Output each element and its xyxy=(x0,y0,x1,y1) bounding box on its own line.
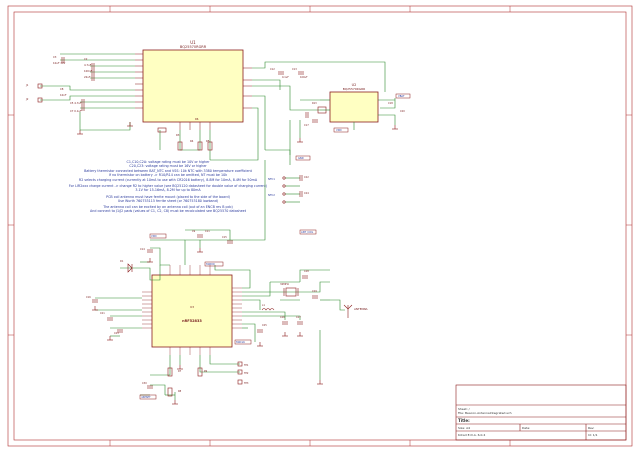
svg-text:R9: R9 xyxy=(204,370,208,373)
tb-sheet: Sheet: / xyxy=(458,407,471,411)
label-vbat: VBAT xyxy=(398,94,405,98)
label-antenna: ANTENNA xyxy=(354,307,368,311)
svg-text:C21: C21 xyxy=(100,312,105,315)
ic-u2-part: BQ25570RGRR xyxy=(343,87,366,91)
svg-text:C15: C15 xyxy=(222,236,227,239)
svg-text:R13: R13 xyxy=(312,102,317,105)
u3-mcu-section: U3 nRF52833 xyxy=(86,160,368,405)
svg-text:0.1uF: 0.1uF xyxy=(282,76,289,79)
antenna-symbol[interactable] xyxy=(343,304,353,318)
label-vdd-mcu: VDD xyxy=(151,234,157,238)
svg-text:C27: C27 xyxy=(296,316,301,319)
svg-text:C9: C9 xyxy=(192,230,196,233)
svg-text:C8: C8 xyxy=(60,87,64,91)
label-xtal: 32MHz xyxy=(280,282,289,286)
power-flags-top: VBAT VDD GND xyxy=(295,93,411,161)
note-5: R2 selects charging current (currently a… xyxy=(79,178,258,182)
border-ticks xyxy=(8,6,632,446)
svg-text:C20: C20 xyxy=(400,110,405,113)
svg-text:C29: C29 xyxy=(312,290,317,293)
note-11: And connect to J1/J2 pads (values of C1,… xyxy=(90,209,247,213)
note-8: PCB coil antenna must have ferrite mount… xyxy=(106,195,230,199)
tb-title: Title: xyxy=(458,418,470,423)
label-swclk: SWCLK xyxy=(236,340,245,344)
ic-u2[interactable] xyxy=(329,91,379,123)
svg-text:C11: C11 xyxy=(205,230,210,233)
ic-u3-ref: U3 xyxy=(190,305,194,309)
title-block xyxy=(455,384,627,441)
svg-text:L1: L1 xyxy=(262,304,265,307)
svg-text:C22: C22 xyxy=(304,176,309,179)
label-gnd-top: GND xyxy=(298,156,304,160)
svg-text:C14: C14 xyxy=(140,248,145,251)
note-10: The antenna coil can be excited by an an… xyxy=(102,205,233,209)
ic-u1[interactable] xyxy=(142,49,244,123)
svg-text:C23: C23 xyxy=(114,332,119,335)
tb-rev: Rev: xyxy=(588,426,594,430)
tb-date: Date: xyxy=(522,426,530,430)
svg-text:C18: C18 xyxy=(388,102,393,105)
svg-text:R6: R6 xyxy=(195,117,199,121)
label-vdd-top: VDD xyxy=(336,128,342,132)
sheet-outer-border xyxy=(7,5,633,447)
svg-text:C24: C24 xyxy=(304,192,309,195)
ic-u3-part: nRF52833 xyxy=(182,319,202,323)
note-4: If no thermistor on battery -> R10/R14 c… xyxy=(109,173,227,177)
ic-u1-part: BQ25570RGRR xyxy=(180,45,207,49)
svg-text:100nF: 100nF xyxy=(84,69,93,73)
svg-text:C3: C3 xyxy=(53,55,57,59)
svg-text:TP3: TP3 xyxy=(244,382,249,385)
svg-text:4.7uF: 4.7uF xyxy=(84,63,92,67)
sheet-inner-border xyxy=(13,11,627,441)
svg-text:C2: C2 xyxy=(84,57,88,61)
tb-id: Id: 1/1 xyxy=(588,433,598,437)
label-coil: ANT_COIL xyxy=(301,230,314,234)
note-6: For LIR2xxx charge current -> change R2 … xyxy=(69,184,267,188)
label-nfc1: NFC1 xyxy=(268,177,275,181)
svg-text:R3: R3 xyxy=(176,133,180,137)
svg-text:C30: C30 xyxy=(142,382,147,385)
note-1: C1,C10,C2A: voltage rating must be 10V o… xyxy=(127,160,211,164)
design-notes: C1,C10,C2A: voltage rating must be 10V o… xyxy=(69,160,267,213)
svg-text:C12: C12 xyxy=(270,68,275,71)
svg-text:R8: R8 xyxy=(178,390,182,393)
svg-text:TP1: TP1 xyxy=(244,364,249,367)
label-nfc2: NFC2 xyxy=(268,193,275,197)
ic-u3[interactable] xyxy=(151,274,233,348)
svg-text:C26: C26 xyxy=(280,316,285,319)
svg-text:R5: R5 xyxy=(206,139,210,143)
note-2: C20,C23: voltage rating must be 16V or h… xyxy=(129,164,207,168)
tb-file: File: Beacon-AntennaIntegrated.sch xyxy=(458,411,512,415)
tb-kicad: KiCad E.D.A. 6.0.4 xyxy=(458,433,485,437)
svg-text:R7: R7 xyxy=(178,370,182,373)
svg-text:J2: J2 xyxy=(25,97,29,101)
ic-u2-ref: U2 xyxy=(352,83,357,87)
crystal-x1[interactable] xyxy=(285,287,297,297)
label-swdio: SWDIO xyxy=(206,262,215,266)
ic-u1-ref: U1 xyxy=(190,40,196,45)
note-9: Use Wurth 760753115 ferrite sheet (or 76… xyxy=(118,199,218,203)
svg-text:10uF 10V: 10uF 10V xyxy=(53,61,66,65)
svg-text:R4: R4 xyxy=(190,139,194,143)
svg-text:100uF: 100uF xyxy=(300,76,308,79)
label-reset: nRESET xyxy=(141,395,151,399)
svg-text:D1: D1 xyxy=(120,260,124,263)
svg-text:10nF: 10nF xyxy=(60,93,67,97)
note-3: Battery thermistor connected between BAT… xyxy=(84,169,252,173)
u1-power-section: U1 BQ25570RGRR xyxy=(25,40,411,165)
svg-text:C16: C16 xyxy=(86,296,91,299)
note-7: 3.1V for 15-16mA, 8.2M for up to 80mA xyxy=(135,188,201,192)
svg-text:J1: J1 xyxy=(25,83,29,87)
svg-text:TP2: TP2 xyxy=(244,372,249,375)
svg-text:C17: C17 xyxy=(304,124,309,127)
svg-text:22uF: 22uF xyxy=(84,75,91,79)
svg-text:C7 0.1uF: C7 0.1uF xyxy=(70,109,82,113)
svg-text:C28: C28 xyxy=(304,270,309,273)
tb-size: Size: A4 xyxy=(458,426,470,430)
svg-text:C13: C13 xyxy=(292,68,297,71)
svg-text:C5 4.7uF: C5 4.7uF xyxy=(70,101,82,105)
svg-text:C25: C25 xyxy=(262,324,267,327)
